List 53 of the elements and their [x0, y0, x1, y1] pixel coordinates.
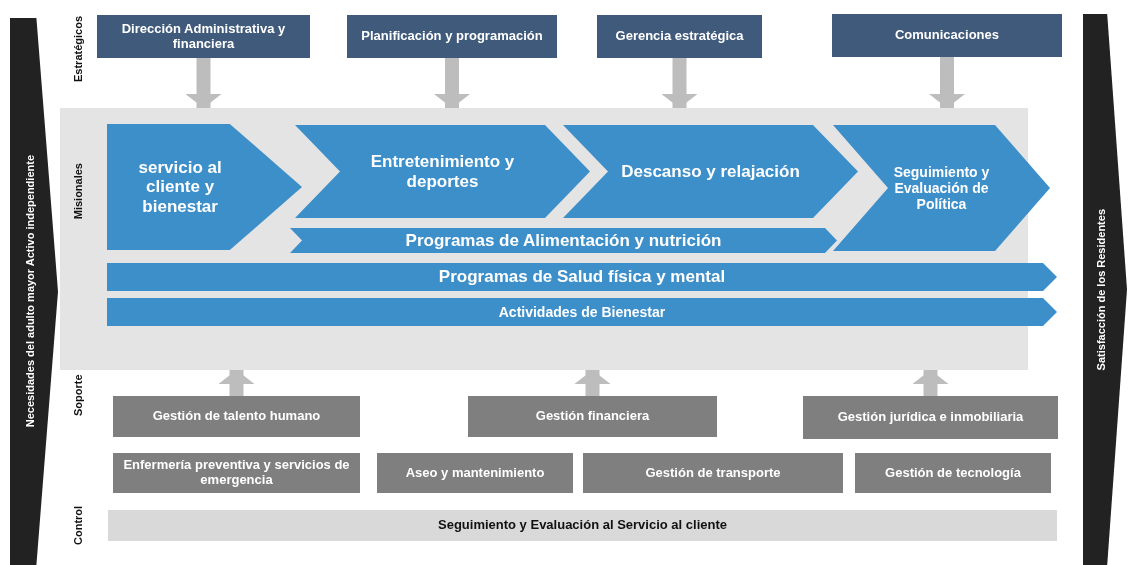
- process-label: Planificación y programación: [361, 29, 543, 44]
- bar-label: Programas de Salud física y mental: [438, 267, 726, 287]
- support-process-box: [803, 396, 1058, 439]
- strategic-process-box: [597, 15, 762, 58]
- process-label: Dirección Administrativa y financiera: [120, 21, 287, 52]
- process-step: [295, 125, 590, 218]
- arrow-label: Necesidades del adulto mayor Activo independiente: [24, 155, 37, 428]
- section-label: Estratégicos: [72, 15, 85, 84]
- process-step: [833, 125, 1050, 251]
- process-label: Gestión de talento humano: [152, 409, 321, 424]
- process-label: Gestión financiera: [535, 409, 650, 424]
- block-arrow: [574, 370, 611, 396]
- output-arrow: [1083, 14, 1127, 565]
- process-label: Gerencia estratégica: [615, 29, 744, 44]
- step-label: Descanso y relajación: [621, 161, 800, 182]
- block-arrow: [434, 58, 470, 108]
- block-arrow: [929, 57, 965, 108]
- block-arrow: [218, 370, 255, 396]
- strategic-process-box: [832, 14, 1062, 57]
- strategic-process-box: [347, 15, 557, 58]
- support-process-box: [468, 396, 717, 437]
- process-label: Gestión de transporte: [645, 465, 781, 481]
- process-step: [563, 125, 858, 218]
- support-process-box: [113, 396, 360, 437]
- strategic-process-box: [97, 15, 310, 58]
- step-label: servicio al cliente y bienestar: [137, 157, 223, 217]
- block-arrow: [185, 58, 222, 108]
- support-process-box: [583, 453, 843, 493]
- control-process-bar: [108, 510, 1057, 541]
- section-label: Misionales: [72, 163, 85, 220]
- bar-label: Programas de Alimentación y nutrición: [405, 230, 722, 251]
- section-label: Control: [72, 504, 85, 547]
- process-label: Gestión de tecnología: [885, 465, 1021, 481]
- process-label: Seguimiento y Evaluación al Servicio al cliente: [438, 518, 727, 533]
- process-label: Comunicaciones: [895, 28, 999, 43]
- process-step: [107, 124, 302, 250]
- support-process-box: [855, 453, 1051, 493]
- support-process-box: [377, 453, 573, 493]
- support-process-box: [113, 453, 360, 493]
- step-label: Entretenimiento y deportes: [369, 151, 516, 192]
- arrow-label: Satisfacción de los Residentes: [1095, 208, 1108, 371]
- program-arrow-bar: [107, 263, 1057, 291]
- process-label: Aseo y mantenimiento: [405, 465, 545, 481]
- input-arrow: [10, 18, 58, 565]
- process-label: Enfermería preventiva y servicios de emergencia: [123, 458, 350, 488]
- program-arrow-bar: [290, 228, 837, 253]
- block-arrow: [661, 58, 698, 108]
- bar-label: Actividades de Bienestar: [498, 303, 666, 321]
- section-label: Soporte: [72, 373, 85, 418]
- step-label: Seguimiento y Evaluación de Política: [892, 163, 991, 213]
- program-arrow-bar: [107, 298, 1057, 326]
- block-arrow: [912, 370, 949, 396]
- process-label: Gestión jurídica e inmobiliaria: [837, 410, 1024, 425]
